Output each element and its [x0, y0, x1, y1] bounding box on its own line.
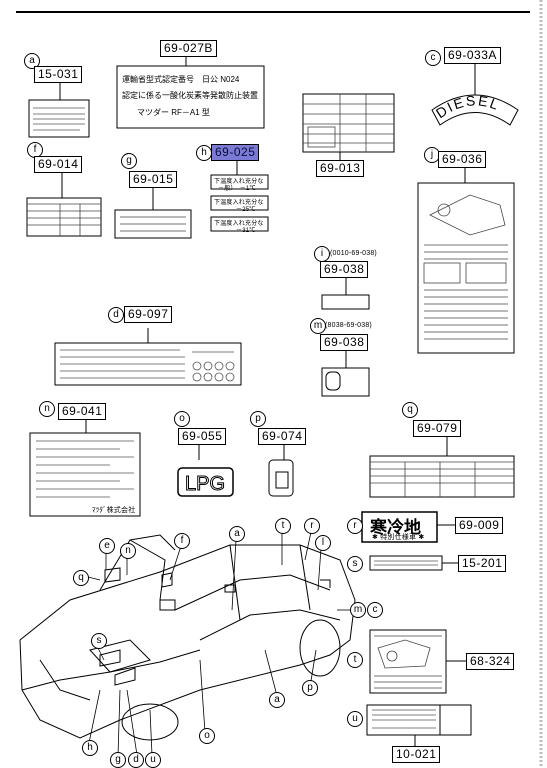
car-callout-q: q — [73, 570, 89, 586]
part-number-o: 69-055 — [178, 428, 227, 445]
car-callout-u: u — [145, 752, 161, 768]
car-callout-o: o — [199, 728, 215, 744]
diesel-text: DIESEL — [433, 92, 501, 121]
callout-m: m — [310, 318, 326, 334]
callout-a: a — [24, 53, 40, 69]
label-r-sub: ✱ 特別仕様車 ✱ — [372, 534, 425, 541]
callout-f: f — [27, 142, 43, 158]
car-callout-e: e — [99, 538, 115, 554]
car-callout-m: m — [350, 602, 366, 618]
part-number-e: 69-013 — [316, 160, 365, 177]
part-number-t: 68-324 — [466, 653, 515, 670]
label-b-line-2: 認定に係る一酸化炭素等発散防止装置 — [122, 91, 258, 100]
label-h-3b: －31℃ — [236, 228, 256, 234]
part-number-u: 10-021 — [392, 746, 441, 763]
code-m: (8038-69-038) — [325, 322, 372, 329]
callout-s: s — [347, 556, 363, 572]
part-number-d: 69-097 — [124, 306, 173, 323]
label-h-1a: 下温度入れ充分な — [214, 179, 264, 185]
svg-text:DIESEL: DIESEL — [433, 92, 503, 121]
label-r-title: 寒冷地 — [370, 518, 421, 538]
car-callout-r: r — [304, 518, 320, 534]
part-number-m: 69-038 — [320, 334, 369, 351]
label-b-line-3: マツダー RF－A1 型 — [137, 108, 210, 117]
car-callout-g: g — [110, 752, 126, 768]
callout-t: t — [347, 652, 363, 668]
car-callout-d: d — [128, 752, 144, 768]
part-number-a: 15-031 — [34, 66, 83, 83]
callout-r: r — [347, 518, 363, 534]
label-b-line-1: 運輸省型式認定番号 日公 N024 — [122, 75, 240, 84]
car-callout-l: l — [315, 535, 331, 551]
callout-h: h — [196, 145, 212, 161]
part-number-c: 69-033A — [444, 47, 501, 64]
label-n-signature: ﾏﾂﾀﾞ株式会社 — [92, 507, 136, 514]
car-callout-f: f — [174, 533, 190, 549]
part-number-s: 15-201 — [458, 555, 507, 572]
part-number-i: 69-038 — [320, 261, 369, 278]
part-number-b: 69-027B — [160, 40, 217, 57]
callout-d: d — [108, 307, 124, 323]
part-number-j: 69-036 — [438, 151, 487, 168]
callout-i: i — [314, 246, 330, 262]
callout-u: u — [347, 711, 363, 727]
car-callout-p: p — [302, 680, 318, 696]
part-number-f: 69-014 — [34, 156, 83, 173]
part-number-q: 69-079 — [413, 420, 462, 437]
part-number-p: 69-074 — [258, 428, 307, 445]
label-h-2a: 下温度入れ充分な — [214, 200, 264, 206]
callout-n: n — [39, 401, 55, 417]
car-callout-t: t — [275, 518, 291, 534]
part-number-h: 69-025 — [211, 144, 260, 161]
lpg-text: LPG — [185, 473, 225, 495]
car-callout-c: c — [367, 602, 383, 618]
callout-q: q — [402, 402, 418, 418]
callout-g: g — [121, 153, 137, 169]
car-callout-a2: a — [269, 692, 285, 708]
car-callout-h: h — [82, 740, 98, 756]
callout-o: o — [174, 411, 190, 427]
car-callout-s: s — [91, 633, 107, 649]
callout-p: p — [250, 411, 266, 427]
part-number-n: 69-041 — [58, 403, 107, 420]
label-h-3a: 下温度入れ充分な — [214, 221, 264, 227]
part-number-g: 69-015 — [129, 171, 178, 188]
label-h-2b: －25℃ — [236, 207, 256, 213]
label-h-1b: －般） －1℃ — [218, 186, 256, 192]
callout-c: c — [425, 50, 441, 66]
part-number-r: 69-009 — [455, 517, 504, 534]
car-callout-a: a — [229, 526, 245, 542]
car-callout-n: n — [120, 543, 136, 559]
code-i: (0010-69-038) — [330, 250, 377, 257]
